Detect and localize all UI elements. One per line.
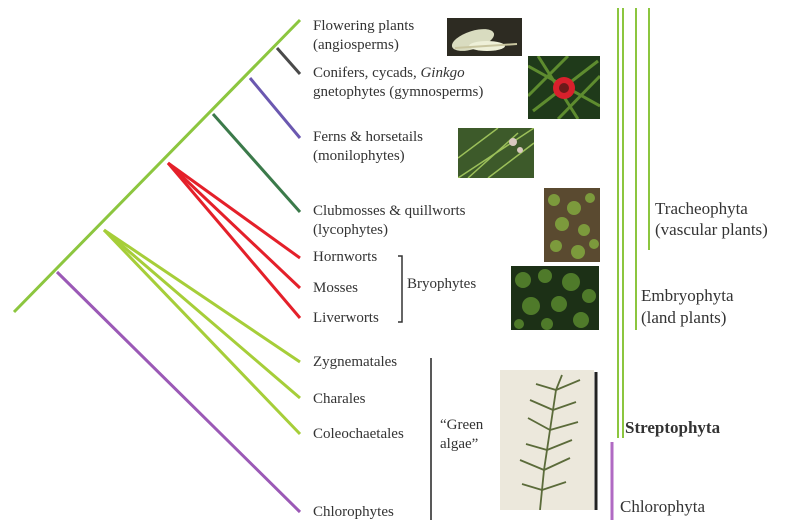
label-zygnematales: Zygnematales [313, 354, 397, 371]
label-ginkgo: Ginkgo [420, 65, 464, 81]
branch-charales [104, 230, 300, 398]
label-coleochaetales: Coleochaetales [313, 426, 404, 443]
label-flowering-2: (angiosperms) [313, 37, 399, 54]
bryophytes-bracket [398, 256, 402, 322]
flower-icon [447, 18, 522, 56]
label-ferns-2: (monilophytes) [313, 148, 405, 165]
label-conifers-2: gnetophytes (gymnosperms) [313, 84, 483, 101]
label-flowering-1: Flowering plants [313, 18, 414, 35]
label-liverworts: Liverworts [313, 310, 379, 327]
moss-photo [511, 266, 599, 330]
yew-icon [528, 56, 600, 119]
label-embryophyta-1: Embryophyta [641, 286, 734, 306]
label-ferns-1: Ferns & horsetails [313, 129, 423, 146]
fern-icon [458, 128, 534, 178]
label-clubmosses-2: (lycophytes) [313, 222, 388, 239]
branch-ferns [250, 78, 300, 138]
branch-liverworts [168, 163, 300, 318]
label-charales: Charales [313, 391, 365, 408]
clubmoss-icon [544, 188, 600, 262]
label-hornworts: Hornworts [313, 249, 377, 266]
label-mosses: Mosses [313, 280, 358, 297]
label-green-algae-1: “Green [440, 417, 483, 434]
label-streptophyta: Streptophyta [625, 418, 720, 438]
moss-icon [511, 266, 599, 330]
label-green-algae-2: algae” [440, 436, 478, 453]
label-clubmosses-1: Clubmosses & quillworts [313, 203, 466, 220]
label-conifers-1a: Conifers, cycads, [313, 65, 420, 81]
chara-photo [500, 370, 594, 510]
branch-conifers [277, 48, 300, 74]
label-tracheophyta-1: Tracheophyta [655, 199, 748, 219]
branch-ferns-lower [213, 114, 300, 212]
label-tracheophyta-2: (vascular plants) [655, 220, 768, 240]
label-chlorophytes: Chlorophytes [313, 504, 394, 521]
flower-photo [447, 18, 522, 56]
label-chlorophyta: Chlorophyta [620, 497, 705, 517]
branch-mosses [168, 163, 300, 288]
branch-hornworts [168, 163, 300, 258]
label-embryophyta-2: (land plants) [641, 308, 726, 328]
fern-photo [458, 128, 534, 178]
label-conifers-1: Conifers, cycads, Ginkgo [313, 65, 465, 82]
branch-zygnematales [104, 230, 300, 362]
clubmoss-photo [544, 188, 600, 262]
yew-photo [528, 56, 600, 119]
chara-icon [500, 370, 594, 510]
label-bryophytes: Bryophytes [407, 276, 476, 293]
